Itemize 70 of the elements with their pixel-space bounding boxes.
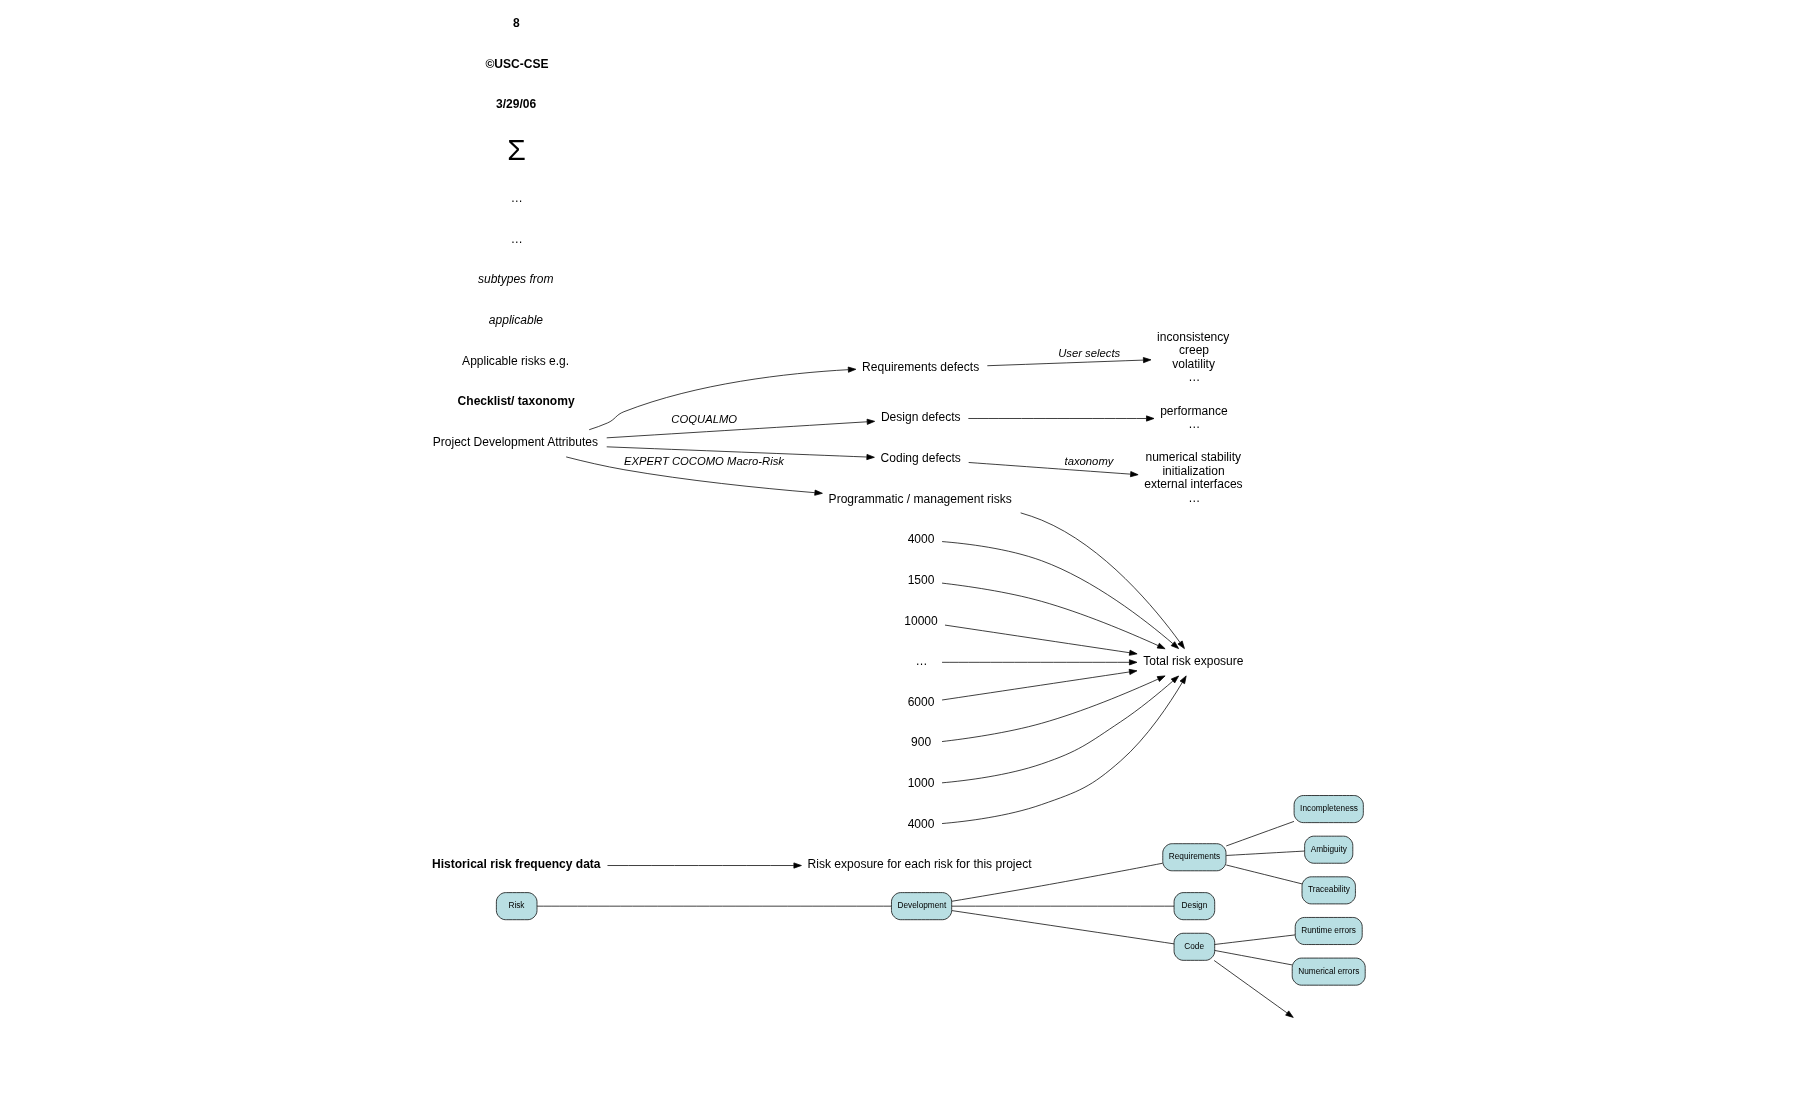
node-text: 6000 (907, 694, 934, 709)
label: 3/29/06 (495, 97, 536, 112)
label: subtypes from (477, 271, 553, 286)
node-box: Traceability (1301, 876, 1356, 905)
node-text: Risk exposure for each risk for this project (807, 857, 1032, 872)
connector (536, 905, 892, 907)
label: 8 (512, 16, 520, 31)
arrow (941, 668, 1137, 701)
node-box: Design (1173, 892, 1215, 921)
label: applicable (488, 312, 543, 327)
arrow (941, 541, 1179, 649)
arrow (941, 675, 1165, 742)
node-text: Historical risk frequency data (431, 856, 601, 871)
edge-label: User selects (1057, 346, 1120, 359)
node-box: Requirements (1161, 843, 1226, 872)
connector (1225, 850, 1305, 856)
edge-label: EXPERT COCOMO Macro-Risk (623, 455, 784, 468)
arrow (606, 862, 802, 869)
node-text: 900 (910, 735, 931, 750)
arrow (941, 582, 1165, 650)
arrow (588, 366, 856, 431)
node-text: performance … (1159, 403, 1228, 432)
connector (1225, 821, 1294, 847)
node-text: inconsistency creep volatility … (1156, 329, 1229, 385)
node-box: Risk (495, 892, 537, 921)
node-text: Total risk exposure (1142, 654, 1244, 669)
edge-label: taxonomy (1064, 455, 1113, 468)
connector (951, 905, 1174, 907)
label: Applicable risks e.g. (461, 353, 569, 368)
label: Checklist/ taxonomy (457, 393, 575, 408)
node-box: Numerical errors (1291, 957, 1366, 986)
arrow (944, 624, 1137, 656)
arrow (605, 418, 875, 439)
connector (950, 862, 1163, 902)
node-text: Design defects (880, 410, 961, 425)
node-text: 1500 (907, 572, 934, 587)
arrow (941, 675, 1187, 824)
connector (1213, 934, 1295, 945)
arrow (1213, 960, 1294, 1018)
arrow (941, 675, 1179, 784)
node-text: numerical stability initialization external interfaces … (1143, 450, 1243, 505)
node-box: Development (890, 892, 952, 921)
arrow (967, 462, 1138, 478)
node-box: Code (1173, 932, 1215, 961)
node-text: Programmatic / management risks (828, 491, 1012, 506)
edge-label: COQUALMO (670, 413, 737, 426)
node-text: 4000 (907, 532, 934, 547)
arrow (565, 456, 823, 496)
node-box: Runtime errors (1294, 917, 1363, 945)
label: … (510, 231, 523, 246)
label: … (510, 191, 523, 206)
node-text: 10000 (903, 613, 938, 628)
node-box: Incompleteness (1293, 795, 1364, 823)
connector (951, 910, 1174, 945)
node-text: Requirements defects (861, 359, 979, 374)
label: ©USC-CSE (484, 56, 548, 71)
connector (1225, 864, 1302, 885)
arrow (986, 357, 1151, 367)
arrow (967, 415, 1154, 422)
node-text: 4000 (907, 816, 934, 831)
connector (1213, 950, 1292, 966)
node-text: … (915, 654, 928, 669)
arrow (605, 446, 875, 461)
node-box: Ambiguity (1303, 835, 1353, 864)
node-text: 1000 (907, 776, 934, 791)
arrow (941, 659, 1137, 666)
label: Σ (506, 133, 526, 167)
node-text: Project Development Attributes (432, 435, 598, 450)
arrow (1019, 512, 1185, 649)
node-text: Coding defects (880, 450, 961, 465)
